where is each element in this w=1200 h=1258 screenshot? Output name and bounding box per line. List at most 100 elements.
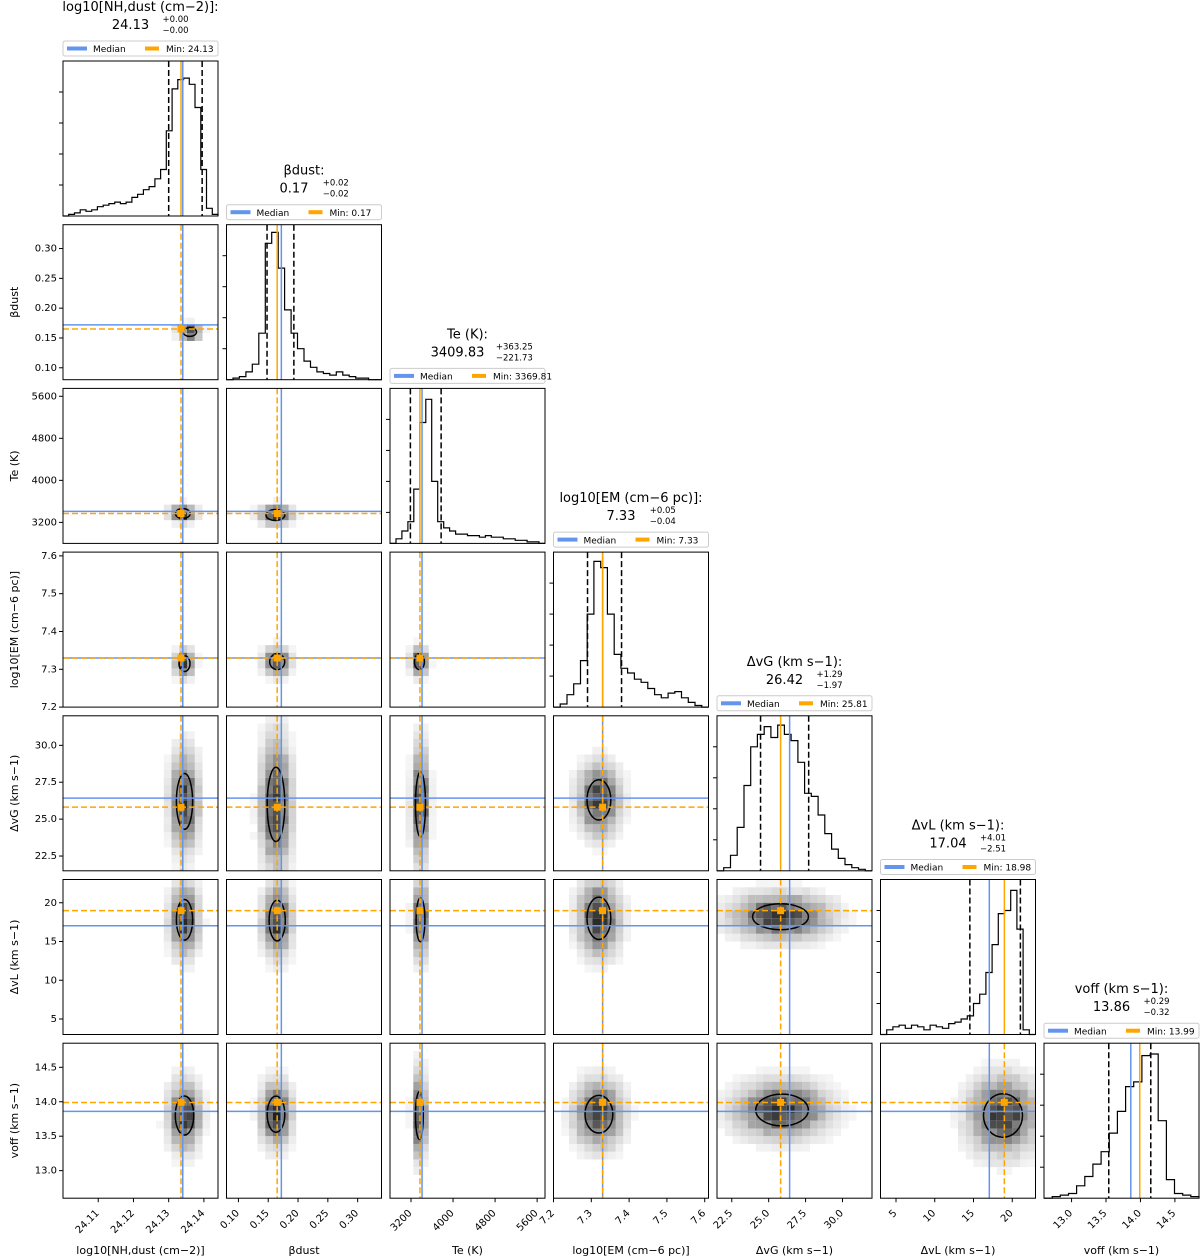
- density-cell: [607, 918, 616, 927]
- legend-box: [553, 531, 709, 548]
- min-marker: [416, 907, 424, 915]
- density-cell: [576, 1143, 585, 1152]
- density-cell: [257, 855, 266, 864]
- legend-median-swatch: [67, 46, 87, 51]
- density-cell: [825, 895, 834, 903]
- density-cell: [288, 660, 297, 669]
- density-cell: [171, 957, 180, 965]
- title-label: log10[NH,dust (cm−2)]:: [62, 0, 218, 15]
- hist-step: [63, 77, 219, 217]
- xaxis-label: voff (km s−1): [1084, 1244, 1159, 1257]
- density-cell: [623, 770, 632, 778]
- density-cell: [615, 1081, 624, 1090]
- density-cell: [607, 926, 616, 934]
- density-cell: [584, 910, 593, 919]
- density-cell: [257, 731, 266, 740]
- density-cell: [600, 964, 608, 973]
- density-cell: [265, 832, 274, 840]
- density-cell: [755, 895, 764, 903]
- density-cell: [288, 1143, 297, 1152]
- density-cell: [771, 1143, 780, 1152]
- density-cell: [779, 941, 787, 950]
- density-cell: [171, 754, 180, 763]
- density-cell: [569, 1081, 577, 1090]
- density-cell: [989, 1074, 997, 1082]
- density-cell: [273, 863, 281, 871]
- density-cell: [607, 824, 616, 833]
- density-cell: [763, 1136, 772, 1144]
- density-cell: [428, 777, 437, 786]
- density-cell: [280, 770, 289, 778]
- density-cell: [981, 1143, 990, 1152]
- density-cell: [786, 879, 795, 888]
- density-cell: [833, 910, 842, 919]
- density-cell: [607, 941, 616, 950]
- density-cell: [265, 863, 274, 871]
- min-marker: [273, 803, 281, 811]
- density-cell: [1004, 1151, 1013, 1160]
- density-cell: [421, 731, 429, 740]
- density-cell: [265, 847, 274, 856]
- density-cell: [405, 770, 414, 778]
- density-cell: [202, 1120, 211, 1129]
- density-cell: [421, 941, 429, 950]
- density-cell: [187, 879, 195, 888]
- density-cell: [817, 895, 826, 903]
- density-cell: [288, 1097, 297, 1106]
- density-cell: [1004, 1128, 1013, 1137]
- ytick-label: 10: [44, 975, 57, 986]
- density-cell: [288, 941, 297, 950]
- density-cell: [265, 770, 274, 778]
- density-cell: [171, 793, 180, 802]
- density-cell: [405, 902, 414, 911]
- density-cell: [794, 1074, 803, 1082]
- density-cell: [288, 855, 297, 864]
- density-cell: [569, 933, 577, 942]
- density-cell: [288, 754, 297, 763]
- hist-frame: [553, 551, 709, 708]
- density-cell: [794, 1081, 803, 1090]
- density-cell: [163, 839, 172, 848]
- density-cell: [592, 1151, 601, 1160]
- density-cell: [592, 808, 601, 817]
- density-cell: [732, 910, 741, 919]
- legend-min-swatch: [635, 537, 650, 542]
- density-cell: [732, 1136, 741, 1144]
- density-cell: [163, 1120, 172, 1129]
- density-cell: [592, 832, 601, 840]
- density-cell: [755, 910, 764, 919]
- contour-line: [584, 1094, 614, 1134]
- density-cell: [413, 645, 422, 653]
- density-cell: [817, 1120, 826, 1129]
- density-cell: [257, 660, 266, 669]
- density-cell: [187, 801, 195, 809]
- density-cell: [187, 668, 195, 677]
- density-cell: [265, 839, 274, 848]
- density-cell: [257, 785, 266, 794]
- density-cell: [288, 739, 297, 747]
- min-marker: [777, 907, 785, 915]
- density-cell: [421, 1128, 429, 1137]
- density-cell: [288, 824, 297, 833]
- density-cell: [576, 895, 585, 903]
- density-cell: [592, 839, 601, 848]
- contour-line: [982, 1093, 1024, 1138]
- density-cell: [413, 941, 422, 950]
- density-cell: [748, 1128, 756, 1137]
- density-cell: [740, 1105, 749, 1113]
- panel-frame: [716, 1042, 873, 1199]
- density-cell: [413, 676, 422, 684]
- density-cell: [584, 957, 593, 965]
- density-cell: [623, 808, 632, 817]
- density-cell: [615, 918, 624, 927]
- density-cell: [748, 1089, 756, 1098]
- density-cell: [171, 770, 180, 778]
- hist-background: [880, 879, 1036, 1035]
- density-cell: [171, 520, 180, 528]
- density-cell: [817, 910, 826, 919]
- density-cell: [958, 1112, 966, 1121]
- density-cell: [724, 1128, 733, 1137]
